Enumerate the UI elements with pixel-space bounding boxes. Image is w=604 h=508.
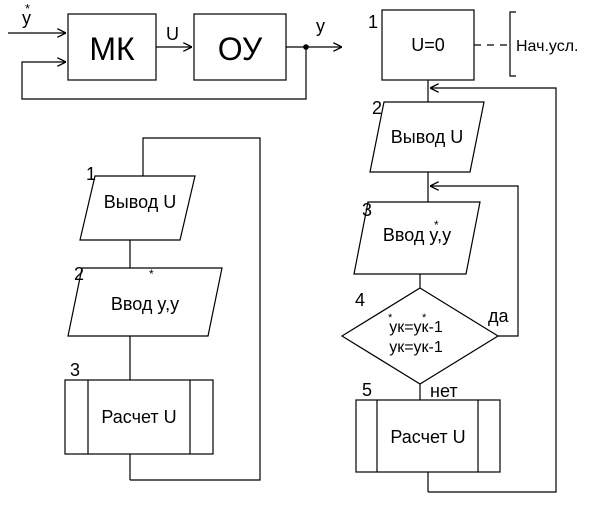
right-init-text: U=0: [411, 35, 445, 55]
right-output-block: [369, 101, 485, 173]
right-block-4-number: 4: [355, 290, 365, 310]
left-block-1-number: 1: [86, 164, 96, 184]
left-calc-text: Расчет U: [101, 407, 176, 427]
control-loop: y * МК U ОУ y: [8, 1, 342, 100]
annotation-bracket: [509, 11, 516, 77]
control-signal-label: U: [166, 24, 179, 44]
feedback-line: [21, 47, 307, 100]
yes-label: да: [488, 306, 510, 326]
right-input-star-mark: *: [434, 218, 439, 232]
right-init-block: [381, 9, 475, 81]
left-input-block: [67, 267, 223, 337]
controller-block: [67, 13, 157, 81]
left-calc-block: [64, 379, 214, 455]
decision-line-1: yк=yк-1: [389, 319, 443, 336]
decision-line-1-star-mark: *: [388, 312, 393, 324]
plant-label: ОУ: [218, 31, 263, 67]
inner-loop-line: [430, 186, 519, 337]
left-output-text: Вывод U: [104, 192, 176, 212]
input-label: y: [22, 8, 31, 28]
right-input-block: [353, 201, 481, 275]
right-block-5-number: 5: [362, 380, 372, 400]
left-block-2-number: 2: [74, 264, 84, 284]
right-block-3-number: 3: [362, 200, 372, 220]
right-flowchart: 1 U=0 Нач.усл. 2 Вывод U 3 Ввод y,y * 4 …: [340, 9, 578, 493]
right-calc-block: [355, 399, 501, 473]
outer-loop-line: [428, 88, 557, 493]
left-loop-back-line: [130, 137, 261, 481]
output-label: y: [316, 16, 325, 36]
left-flowchart: 1 Вывод U 2 Ввод y,y * 3 Расчет U: [64, 137, 261, 481]
right-block-1-number: 1: [368, 12, 378, 32]
left-block-3-number: 3: [70, 360, 80, 380]
left-input-star-mark: *: [149, 267, 154, 281]
controller-label: МК: [89, 31, 135, 67]
right-input-text: Ввод y,y: [383, 225, 451, 245]
decision-line-2: yк=yк-1: [389, 339, 443, 356]
right-decision-block: [340, 287, 500, 385]
no-label: нет: [430, 381, 458, 401]
left-input-text: Ввод y,y: [111, 294, 179, 314]
right-block-2-number: 2: [372, 98, 382, 118]
input-star-mark: *: [25, 1, 30, 16]
right-calc-text: Расчет U: [390, 427, 465, 447]
decision-line-1-star-mark-2: *: [422, 312, 427, 324]
left-output-block: [79, 175, 196, 241]
annotation-text: Нач.усл.: [516, 38, 578, 55]
right-output-text: Вывод U: [391, 127, 463, 147]
